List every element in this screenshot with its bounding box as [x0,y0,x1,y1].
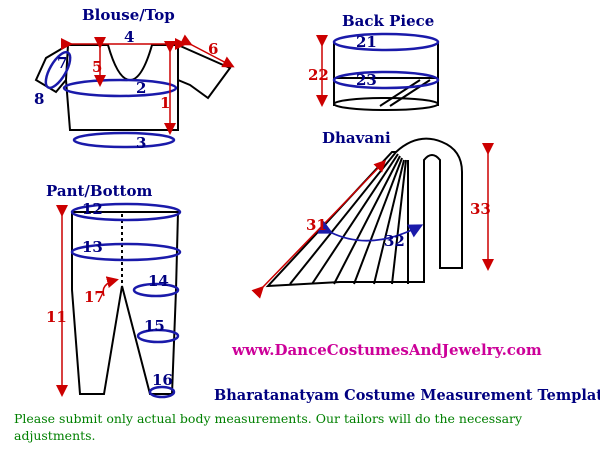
label-7: 7 [57,54,67,72]
pant-knee-ellipse [136,328,180,344]
label-13: 13 [82,238,103,256]
label-17: 17 [84,288,105,306]
blouse-waist-ellipse [72,131,176,149]
template-title: Bharatanatyam Costume Measurement Templa… [214,387,600,404]
back-bottom-ellipse [333,97,439,111]
label-23: 23 [356,71,377,89]
pant-drawing [71,211,180,395]
label-8: 8 [34,90,44,108]
label-11: 11 [46,308,67,326]
label-3: 3 [136,134,146,152]
blouse-bust-ellipse [62,78,178,98]
website-link[interactable]: www.DanceCostumesAndJewelry.com [231,341,542,359]
back-piece-drawing [333,42,439,107]
dhavani-width-arrow [317,220,424,242]
pant-waist-ellipse [70,202,182,222]
pant-ankle-ellipse [148,385,176,399]
label-21: 21 [356,33,377,51]
label-4: 4 [124,28,134,46]
dhavani-title: Dhavani [322,129,391,147]
label-31: 31 [306,216,327,234]
label-6: 6 [208,40,218,58]
label-15: 15 [144,317,165,335]
label-1: 1 [160,94,170,112]
sleeve-length-arrow [179,34,235,68]
pant-title: Pant/Bottom [46,182,152,200]
back-mid-ellipse [332,70,440,90]
pant-crotch-arrow [102,276,119,297]
label-16: 16 [152,371,173,389]
label-2: 2 [136,79,146,97]
back-piece-title: Back Piece [342,12,434,30]
label-12: 12 [82,200,103,218]
footer-note: Please submit only actual body measureme… [14,411,523,443]
pant-hip-ellipse [70,242,182,262]
label-5: 5 [92,58,102,76]
sleeve-ellipse [44,50,72,90]
label-22: 22 [308,66,329,84]
label-14: 14 [148,272,169,290]
pant-thigh-ellipse [132,282,180,298]
label-33: 33 [470,200,491,218]
label-32: 32 [384,232,405,250]
blouse-title: Blouse/Top [82,6,175,24]
dhavani-drawing [265,137,463,288]
back-top-ellipse [332,32,440,52]
